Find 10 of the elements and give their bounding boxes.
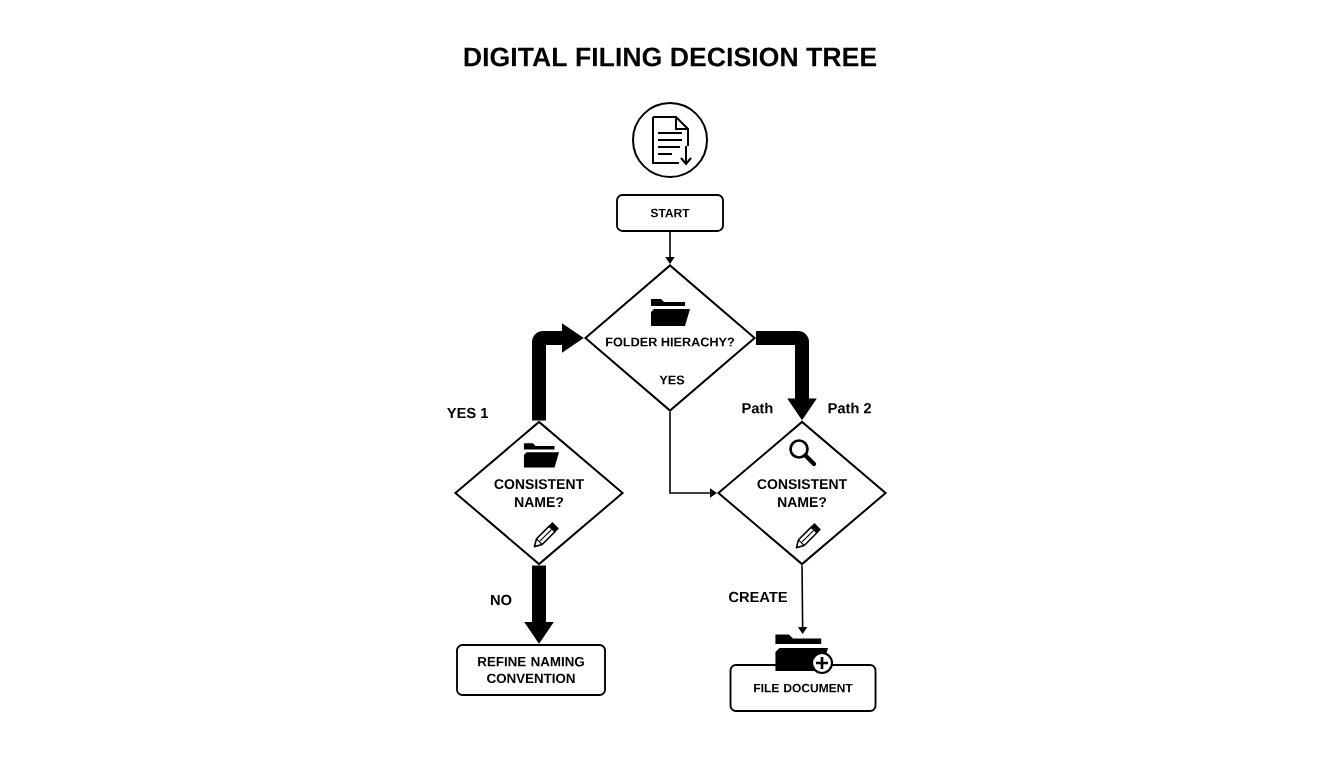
path-label: Path: [742, 402, 773, 414]
process-box: REFINE NAMING CONVENTION: [456, 644, 606, 696]
process-box: FILE DOCUMENT: [729, 664, 877, 712]
edge-label: NO: [488, 593, 514, 607]
edge-label: Path 2: [826, 401, 873, 415]
title: DIGITAL FILING DECISION TREE: [464, 47, 877, 67]
edge-label: CREATE: [727, 590, 789, 604]
start-box: START: [616, 194, 724, 232]
edge-label: YES 1: [445, 406, 490, 420]
arrow: [669, 411, 717, 498]
